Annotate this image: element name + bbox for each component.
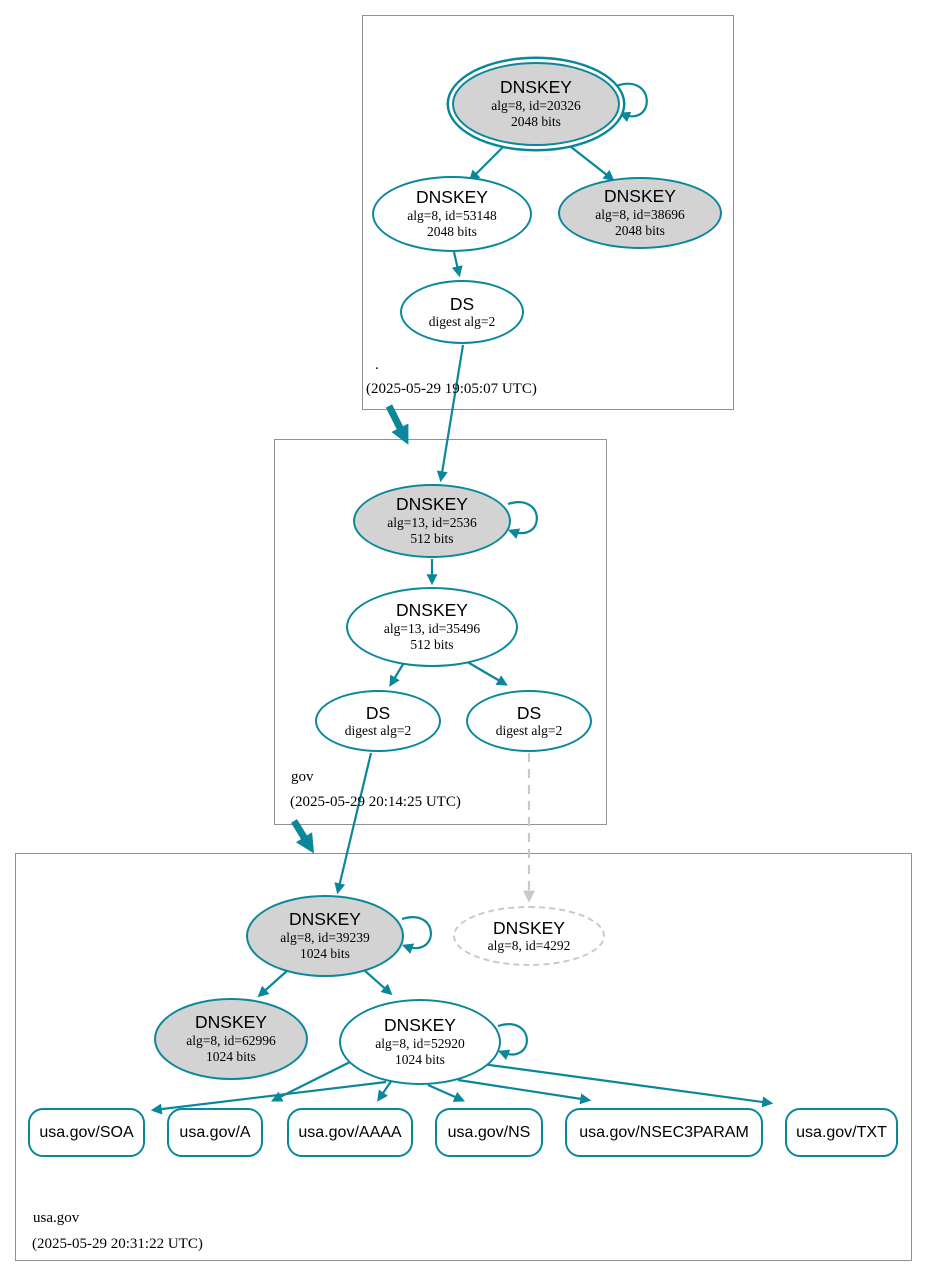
node-title: DNSKEY (493, 917, 565, 938)
node-gov-ksk-dnskey-2536[interactable]: DNSKEY alg=13, id=2536 512 bits (353, 484, 511, 558)
node-attr: alg=8, id=52920 (375, 1035, 465, 1051)
node-title: DNSKEY (384, 1015, 456, 1036)
rrset-label: usa.gov/NS (447, 1123, 531, 1141)
rrset-label: usa.gov/TXT (796, 1123, 887, 1141)
node-title: DNSKEY (289, 909, 361, 930)
node-title: DS (449, 293, 475, 314)
rrset-label: usa.gov/AAAA (298, 1123, 402, 1141)
node-title: DNSKEY (416, 187, 488, 208)
node-attr: 512 bits (410, 531, 454, 547)
zone-box-usa-gov (15, 853, 912, 1261)
node-title: DS (516, 702, 542, 723)
rrset-usa-gov-soa[interactable]: usa.gov/SOA (28, 1108, 145, 1157)
node-title: DNSKEY (195, 1012, 267, 1033)
zone-label-usa-gov: usa.gov (33, 1210, 80, 1226)
node-gov-ds-1[interactable]: DS digest alg=2 (315, 690, 441, 752)
rrset-usa-gov-txt[interactable]: usa.gov/TXT (785, 1108, 898, 1157)
node-attr: alg=8, id=4292 (487, 937, 571, 953)
node-gov-ds-2[interactable]: DS digest alg=2 (466, 690, 592, 752)
rrset-label: usa.gov/NSEC3PARAM (579, 1123, 749, 1141)
node-attr: 2048 bits (615, 223, 665, 239)
node-root-ksk-dnskey-20326[interactable]: DNSKEY alg=8, id=20326 2048 bits (452, 62, 620, 146)
node-attr: alg=8, id=62996 (186, 1032, 276, 1048)
node-title: DNSKEY (396, 600, 468, 621)
node-gov-zsk-dnskey-35496[interactable]: DNSKEY alg=13, id=35496 512 bits (346, 587, 518, 667)
node-attr: 2048 bits (511, 114, 561, 130)
node-title: DS (365, 702, 391, 723)
node-title: DNSKEY (396, 494, 468, 515)
node-attr: digest alg=2 (344, 722, 412, 738)
node-attr: alg=13, id=2536 (387, 514, 477, 530)
node-attr: 1024 bits (300, 946, 350, 962)
node-title: DNSKEY (604, 186, 676, 207)
rrset-usa-gov-a[interactable]: usa.gov/A (167, 1108, 263, 1157)
node-attr: alg=8, id=20326 (491, 97, 581, 113)
node-attr: digest alg=2 (495, 722, 563, 738)
node-root-ds[interactable]: DS digest alg=2 (400, 280, 524, 344)
node-root-zsk-dnskey-53148[interactable]: DNSKEY alg=8, id=53148 2048 bits (372, 176, 532, 252)
node-root-dnskey-38696[interactable]: DNSKEY alg=8, id=38696 2048 bits (558, 177, 722, 249)
node-usagov-dnskey-62996[interactable]: DNSKEY alg=8, id=62996 1024 bits (154, 998, 308, 1080)
zone-timestamp-gov: (2025-05-29 20:14:25 UTC) (290, 794, 461, 810)
node-usagov-missing-dnskey-4292[interactable]: DNSKEY alg=8, id=4292 (453, 906, 605, 966)
zone-box-root (362, 15, 734, 410)
node-usagov-ksk-dnskey-39239[interactable]: DNSKEY alg=8, id=39239 1024 bits (246, 895, 404, 977)
zone-timestamp-usa-gov: (2025-05-29 20:31:22 UTC) (32, 1236, 203, 1252)
edge-zone-root-to-zone-gov (385, 404, 409, 445)
rrset-usa-gov-nsec3param[interactable]: usa.gov/NSEC3PARAM (565, 1108, 763, 1157)
node-attr: 1024 bits (206, 1049, 256, 1065)
zone-timestamp-root: (2025-05-29 19:05:07 UTC) (366, 381, 537, 397)
node-attr: alg=8, id=39239 (280, 929, 370, 945)
rrset-usa-gov-ns[interactable]: usa.gov/NS (435, 1108, 543, 1157)
node-usagov-zsk-dnskey-52920[interactable]: DNSKEY alg=8, id=52920 1024 bits (339, 999, 501, 1085)
rrset-label: usa.gov/A (179, 1123, 251, 1141)
node-attr: alg=8, id=53148 (407, 207, 497, 223)
zone-label-root: . (375, 357, 379, 373)
rrset-usa-gov-aaaa[interactable]: usa.gov/AAAA (287, 1108, 413, 1157)
node-attr: digest alg=2 (428, 313, 496, 329)
node-title: DNSKEY (500, 77, 572, 98)
node-attr: 512 bits (410, 637, 454, 653)
zone-label-gov: gov (291, 769, 314, 785)
rrset-label: usa.gov/SOA (39, 1123, 134, 1141)
node-attr: alg=13, id=35496 (383, 620, 481, 636)
node-attr: alg=8, id=38696 (595, 206, 685, 222)
node-attr: 1024 bits (395, 1052, 445, 1068)
node-attr: 2048 bits (427, 224, 477, 240)
